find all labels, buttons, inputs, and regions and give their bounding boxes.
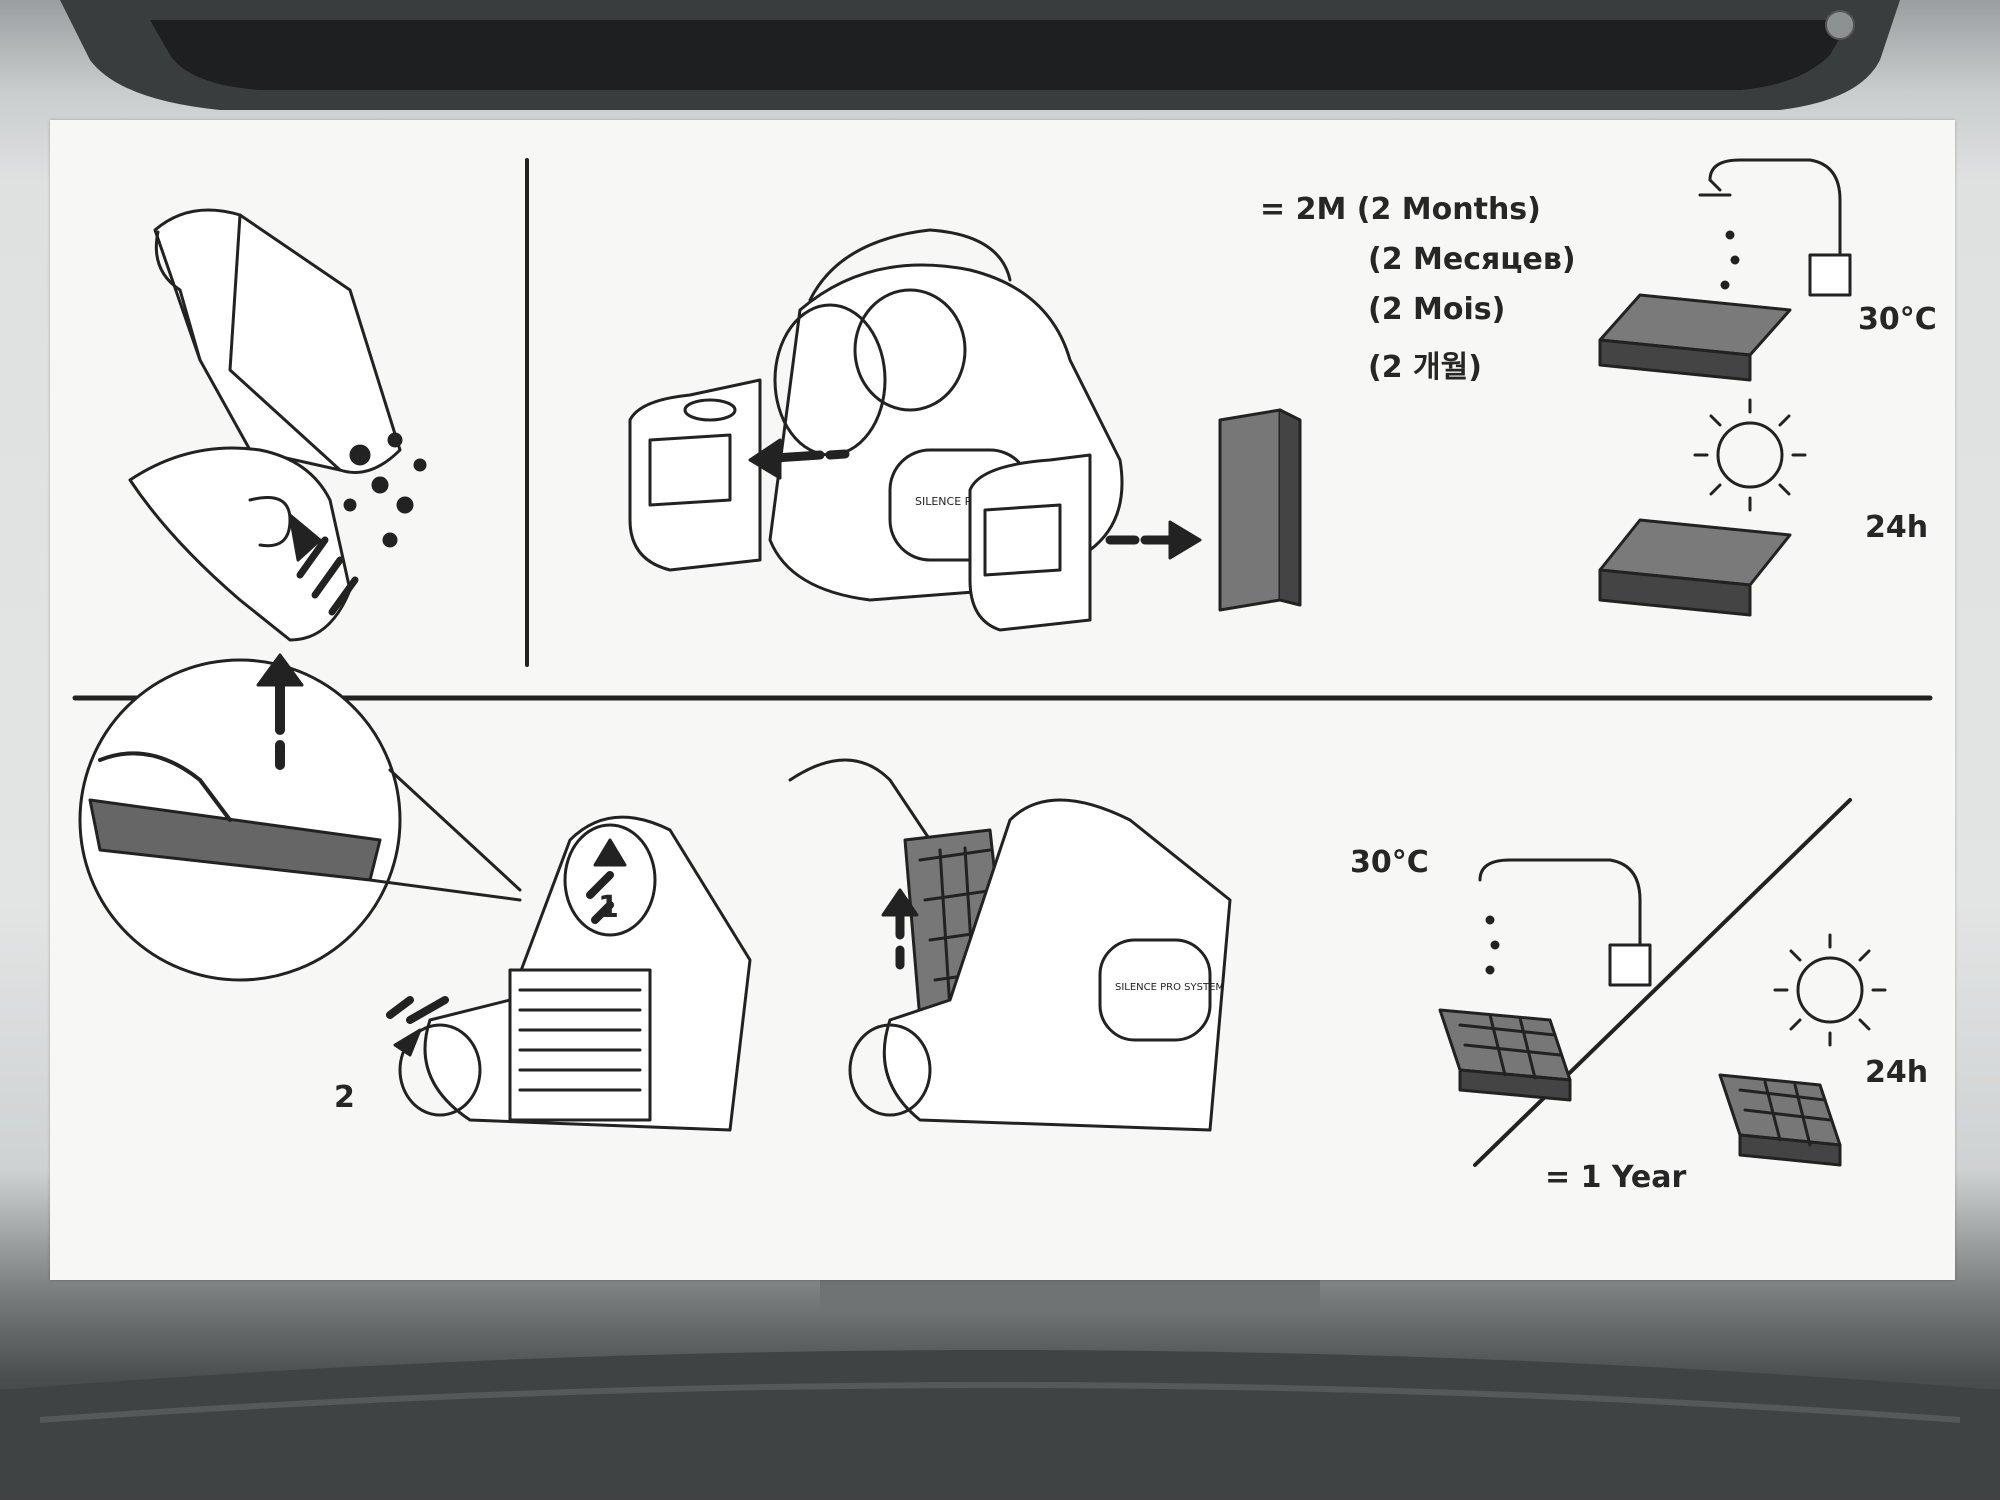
step-2-label: 2 bbox=[334, 1080, 355, 1115]
hepa-interval-text: = 1 Year bbox=[1545, 1160, 1687, 1195]
hepa-wash-temperature: 30°C bbox=[1350, 845, 1429, 880]
wash-hepa-illustration bbox=[1438, 1008, 1572, 1102]
faucet-icon-top bbox=[1698, 158, 1852, 315]
faucet-icon-bottom bbox=[1478, 858, 1652, 987]
device-branding-text-2: SILENCE PRO SYSTEM bbox=[1115, 982, 1224, 993]
sponge-interval-text: = 2M (2 Months) bbox=[1260, 192, 1541, 227]
wash-sponge-illustration bbox=[1598, 293, 1792, 382]
sponge-dry-duration: 24h bbox=[1865, 510, 1929, 545]
sponge-filter-illustration bbox=[1218, 408, 1302, 612]
vacuum-lid-background bbox=[60, 0, 1900, 110]
dry-sponge-illustration bbox=[1598, 518, 1792, 617]
step-1-label: 1 bbox=[598, 890, 619, 925]
diagonal-divider bbox=[1473, 798, 1852, 1167]
empty-dust-container-illustration bbox=[128, 208, 427, 642]
dry-hepa-illustration bbox=[1718, 1073, 1842, 1167]
filter-maintenance-label: SILENCE PRO SYSTEM bbox=[50, 120, 1955, 1280]
sponge-interval-french: (2 Mois) bbox=[1368, 292, 1506, 327]
remove-cyclone-illustration: SILENCE PRO SYSTEM bbox=[628, 228, 1202, 632]
remove-hepa-zoom-illustration bbox=[78, 653, 522, 982]
sun-icon-bottom bbox=[1773, 933, 1887, 1047]
vacuum-hepa-compartment-illustration bbox=[386, 815, 752, 1132]
hepa-dry-duration: 24h bbox=[1865, 1055, 1929, 1090]
sponge-interval-korean: (2 개월) bbox=[1368, 350, 1482, 385]
insert-hepa-illustration: SILENCE PRO SYSTEM bbox=[788, 758, 1232, 1132]
sun-icon-top bbox=[1693, 398, 1807, 512]
sponge-wash-temperature: 30°C bbox=[1858, 302, 1937, 337]
vacuum-base-background bbox=[0, 1270, 2000, 1500]
instruction-illustrations: SILENCE PRO SYSTEM bbox=[72, 158, 1933, 1167]
sponge-interval-russian: (2 Месяцев) bbox=[1368, 242, 1576, 277]
